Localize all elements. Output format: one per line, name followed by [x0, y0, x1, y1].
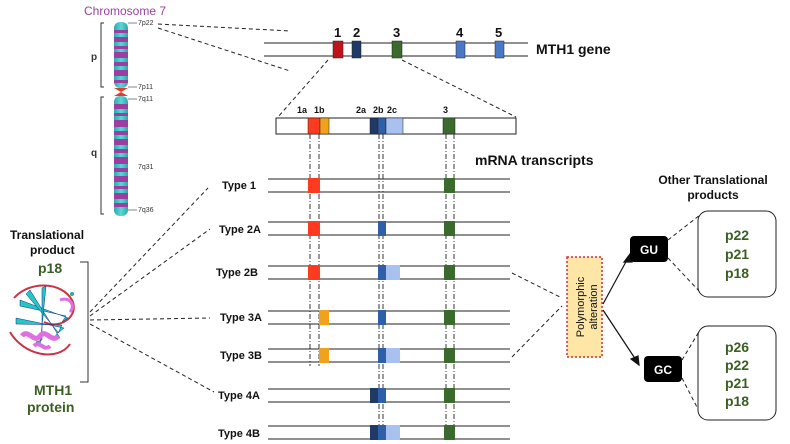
- polymorphic-line1: Polymorphic: [575, 276, 587, 337]
- arm-p-label: p: [91, 52, 97, 63]
- gene-exon-4: [455, 40, 466, 59]
- gc-product-3: p21: [725, 375, 749, 391]
- protein-to-transcript-lines: [89, 187, 215, 393]
- exon-label-1b: 1b: [314, 105, 325, 115]
- type-label-4a: Type 4A: [218, 390, 260, 402]
- band-7p22: 7p22: [138, 20, 154, 27]
- mth1-gene: [264, 40, 528, 59]
- gu-label: GU: [640, 243, 658, 257]
- protein-name-line1: MTH1: [34, 382, 72, 398]
- band-7p11: 7p11: [138, 84, 153, 91]
- centromere: [114, 88, 128, 92]
- protein-name-line2: protein: [27, 399, 74, 415]
- mth1-protein-structure-image: [9, 284, 75, 356]
- exon-label-3: 3: [443, 105, 448, 115]
- gene-exon-5: [494, 40, 505, 59]
- gu-product-3: p18: [725, 265, 749, 281]
- band-7q31: 7q31: [138, 164, 154, 171]
- exon-label-2b: 2b: [373, 105, 384, 115]
- other-products-title-line2: products: [687, 188, 739, 202]
- exon-detail-box: [275, 117, 517, 135]
- type-label-1: Type 1: [222, 180, 256, 192]
- exon-label-1a: 1a: [297, 105, 308, 115]
- transcript-type-1: [268, 178, 510, 193]
- gc-label: GC: [654, 363, 672, 377]
- gc-product-1: p26: [725, 339, 749, 355]
- type-label-4b: Type 4B: [218, 428, 260, 440]
- exon-label-2c: 2c: [387, 105, 397, 115]
- transcript-type-2a: [268, 221, 510, 236]
- transcripts-title: mRNA transcripts: [475, 152, 594, 168]
- type-label-2b: Type 2B: [216, 267, 258, 279]
- transcript-type-3a: [268, 310, 510, 325]
- transcript-type-3b: [268, 348, 510, 363]
- band-7q11: 7q11: [138, 96, 153, 103]
- type-label-3b: Type 3B: [220, 350, 262, 362]
- gu-product-1: p22: [725, 227, 749, 243]
- arm-q-label: q: [91, 148, 97, 159]
- polymorphic-line2: alteration: [588, 284, 600, 329]
- transcript-type-2b: [268, 265, 510, 280]
- gc-allele-box: [644, 356, 682, 382]
- gene-exon-label-1: 1: [334, 25, 341, 40]
- polymorphic-alteration-box: [566, 256, 603, 358]
- band-7q36: 7q36: [138, 207, 154, 214]
- transcript-type-4b: [268, 425, 510, 440]
- gene-exon-label-4: 4: [456, 25, 464, 40]
- gc-products-box: [697, 325, 777, 421]
- gu-allele-box: [630, 236, 668, 262]
- protein-bracket: [80, 261, 89, 383]
- gene-exon-label-3: 3: [393, 25, 400, 40]
- other-products-title-line1: Other Translational: [658, 173, 767, 187]
- chromosome-title: Chromosome 7: [84, 4, 166, 18]
- gene-exon-1: [332, 40, 344, 59]
- translational-product-heading-line1: Translational: [10, 228, 84, 242]
- chromosome-7: [100, 22, 128, 216]
- gene-name: MTH1 gene: [536, 41, 611, 57]
- gene-exon-label-5: 5: [495, 25, 502, 40]
- type-label-3a: Type 3A: [220, 312, 262, 324]
- gc-product-4: p18: [725, 393, 749, 409]
- left-product-p18: p18: [38, 260, 62, 276]
- gu-products-box: [697, 210, 777, 298]
- gene-exon-3: [391, 40, 403, 59]
- gene-exon-2: [351, 40, 362, 59]
- type-label-2a: Type 2A: [219, 224, 261, 236]
- transcript-type-4a: [268, 388, 510, 403]
- gc-product-2: p22: [725, 357, 749, 373]
- translational-product-heading-line2: product: [30, 243, 75, 257]
- allele-arrows: [602, 252, 640, 367]
- gene-exon-label-2: 2: [353, 25, 360, 40]
- gu-product-2: p21: [725, 246, 749, 262]
- exon-label-2a: 2a: [356, 105, 367, 115]
